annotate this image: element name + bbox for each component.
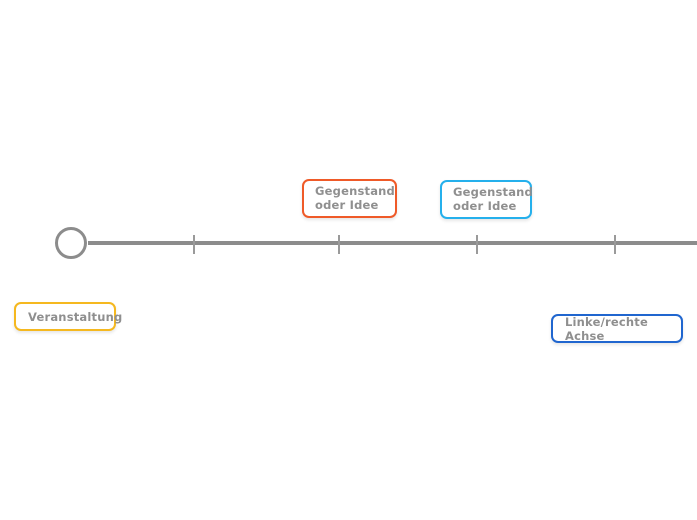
- node-axis-blue[interactable]: Linke/rechte Achse: [551, 314, 683, 343]
- node-object-orange[interactable]: Gegenstand oder Idee: [302, 179, 397, 218]
- node-axis-blue-label: Linke/rechte Achse: [565, 314, 648, 343]
- node-object-blue[interactable]: Gegenstand oder Idee: [440, 180, 533, 219]
- node-event-yellow-label: Veranstaltung: [28, 309, 123, 324]
- timeline-axis-line[interactable]: [88, 241, 697, 245]
- timeline-tick-4[interactable]: [614, 235, 616, 254]
- node-event-yellow[interactable]: Veranstaltung: [14, 302, 123, 331]
- node-object-blue-label: Gegenstand oder Idee: [453, 185, 533, 213]
- timeline-tick-1[interactable]: [193, 235, 195, 254]
- timeline-tick-3[interactable]: [476, 235, 478, 254]
- timeline-start-circle-icon[interactable]: [55, 227, 87, 259]
- timeline-tick-2[interactable]: [338, 235, 340, 254]
- node-object-orange-label: Gegenstand oder Idee: [315, 184, 395, 212]
